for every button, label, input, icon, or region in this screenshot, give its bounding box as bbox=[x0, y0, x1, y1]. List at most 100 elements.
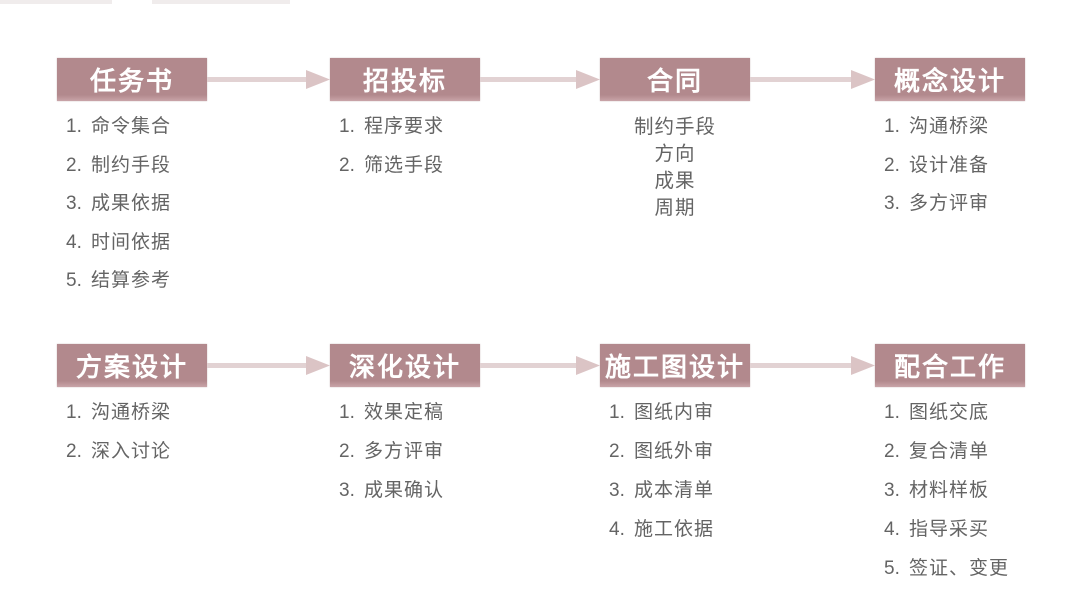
step-title-box: 招投标 bbox=[330, 58, 480, 101]
list-item-number: 3. bbox=[884, 480, 900, 501]
list-item-text: 图纸交底 bbox=[909, 402, 990, 423]
list-item-number: 2. bbox=[884, 154, 900, 176]
flow-arrow-right-icon bbox=[207, 70, 330, 89]
step-title: 合同 bbox=[646, 66, 703, 96]
step-list: 1. 图纸内审 2. 图纸外审 3. 成本清单 4. 施工依据 bbox=[600, 402, 750, 540]
list-item-text: 成果依据 bbox=[91, 193, 172, 214]
flow-arrow-right-icon bbox=[480, 356, 600, 375]
list-item: 1. 效果定稿 bbox=[330, 402, 480, 423]
step-list: 1. 效果定稿 2. 多方评审 3. 成果确认 bbox=[330, 402, 480, 501]
step-task-brief: 任务书 1. 命令集合 2. 制约手段 3. 成果依据 4. 时间依据 5. 结… bbox=[57, 58, 207, 309]
list-item: 5. 结算参考 bbox=[57, 270, 207, 291]
step-title-box: 任务书 bbox=[57, 58, 207, 101]
list-item-number: 5. bbox=[884, 558, 900, 579]
list-item: 5. 签证、变更 bbox=[875, 558, 1025, 579]
step-list: 1. 程序要求 2. 筛选手段 bbox=[330, 116, 480, 176]
list-item: 2. 设计准备 bbox=[875, 155, 1025, 176]
step-title: 招投标 bbox=[362, 66, 447, 96]
list-item-number: 3. bbox=[66, 193, 82, 214]
list-item-number: 1. bbox=[66, 402, 82, 423]
step-concept-design: 概念设计 1. 沟通桥梁 2. 设计准备 3. 多方评审 bbox=[875, 58, 1025, 232]
list-item: 方向 bbox=[654, 143, 696, 165]
list-item-number: 3. bbox=[609, 480, 625, 501]
list-item: 1. 图纸交底 bbox=[875, 402, 1025, 423]
list-item: 3. 材料样板 bbox=[875, 480, 1025, 501]
list-item: 2. 复合清单 bbox=[875, 441, 1025, 462]
list-item-number: 1. bbox=[66, 116, 82, 137]
list-item-text: 深入讨论 bbox=[91, 441, 172, 462]
list-item: 2. 图纸外审 bbox=[600, 441, 750, 462]
list-item-text: 沟通桥梁 bbox=[909, 116, 990, 137]
list-item: 1. 沟通桥梁 bbox=[57, 402, 207, 423]
cropped-content-artifact bbox=[0, 0, 112, 4]
list-item: 1. 图纸内审 bbox=[600, 402, 750, 423]
list-item-text: 签证、变更 bbox=[909, 558, 1010, 579]
step-title: 概念设计 bbox=[893, 66, 1006, 96]
list-item: 1. 沟通桥梁 bbox=[875, 116, 1025, 137]
flow-arrow-right-icon bbox=[750, 356, 875, 375]
list-item-text: 效果定稿 bbox=[364, 402, 445, 423]
list-item-number: 1. bbox=[609, 402, 625, 423]
step-title-box: 合同 bbox=[600, 58, 750, 101]
step-list: 制约手段 方向 成果 周期 bbox=[600, 114, 750, 222]
step-title: 施工图设计 bbox=[604, 352, 745, 382]
list-item-text: 时间依据 bbox=[91, 231, 172, 253]
list-item-number: 1. bbox=[339, 116, 355, 137]
list-item-text: 结算参考 bbox=[91, 270, 172, 291]
step-title-box: 概念设计 bbox=[875, 58, 1025, 101]
list-item-text: 图纸内审 bbox=[634, 402, 715, 423]
step-title: 配合工作 bbox=[893, 352, 1006, 382]
list-item-text: 多方评审 bbox=[909, 193, 990, 214]
step-list: 1. 命令集合 2. 制约手段 3. 成果依据 4. 时间依据 5. 结算参考 bbox=[57, 116, 207, 291]
list-item-text: 材料样板 bbox=[909, 480, 990, 501]
step-title-box: 方案设计 bbox=[57, 344, 207, 387]
list-item-text: 成本清单 bbox=[634, 480, 715, 501]
step-title-box: 配合工作 bbox=[875, 344, 1025, 387]
list-item-number: 1. bbox=[339, 402, 355, 423]
list-item-text: 复合清单 bbox=[909, 441, 990, 462]
list-item: 制约手段 bbox=[633, 116, 716, 138]
list-item-number: 2. bbox=[66, 154, 82, 176]
list-item: 2. 多方评审 bbox=[330, 441, 480, 462]
list-item: 3. 成果确认 bbox=[330, 480, 480, 501]
list-item-text: 图纸外审 bbox=[634, 441, 715, 462]
list-item: 4. 施工依据 bbox=[600, 519, 750, 540]
list-item-text: 程序要求 bbox=[364, 116, 445, 137]
flow-arrow-right-icon bbox=[750, 70, 875, 89]
list-item-text: 施工依据 bbox=[634, 519, 715, 540]
list-item: 2. 筛选手段 bbox=[330, 155, 480, 176]
list-item-text: 制约手段 bbox=[91, 154, 172, 176]
list-item: 1. 命令集合 bbox=[57, 116, 207, 137]
list-item-text: 命令集合 bbox=[91, 116, 172, 137]
list-item-text: 多方评审 bbox=[364, 441, 445, 462]
list-item-number: 1. bbox=[884, 402, 900, 423]
list-item-text: 指导采买 bbox=[909, 519, 990, 540]
step-construction-drawing-design: 施工图设计 1. 图纸内审 2. 图纸外审 3. 成本清单 4. 施工依据 bbox=[600, 344, 750, 558]
step-title: 深化设计 bbox=[348, 352, 461, 382]
list-item-number: 2. bbox=[339, 154, 355, 176]
step-scheme-design: 方案设计 1. 沟通桥梁 2. 深入讨论 bbox=[57, 344, 207, 480]
step-list: 1. 沟通桥梁 2. 设计准备 3. 多方评审 bbox=[875, 116, 1025, 214]
list-item-number: 5. bbox=[66, 270, 82, 291]
list-item: 2. 深入讨论 bbox=[57, 441, 207, 462]
list-item: 1. 程序要求 bbox=[330, 116, 480, 137]
flow-arrow-right-icon bbox=[480, 70, 600, 89]
list-item-number: 3. bbox=[339, 480, 355, 501]
step-title: 方案设计 bbox=[75, 352, 188, 382]
cropped-content-artifact bbox=[152, 0, 290, 4]
list-item-number: 2. bbox=[66, 441, 82, 462]
list-item: 成果 bbox=[654, 170, 696, 192]
list-item: 3. 多方评审 bbox=[875, 193, 1025, 214]
list-item-number: 3. bbox=[884, 193, 900, 214]
step-coordination-work: 配合工作 1. 图纸交底 2. 复合清单 3. 材料样板 4. 指导采买 5. … bbox=[875, 344, 1025, 597]
list-item-text: 设计准备 bbox=[909, 154, 990, 176]
list-item-number: 4. bbox=[609, 519, 625, 540]
list-item: 3. 成果依据 bbox=[57, 193, 207, 214]
list-item: 周期 bbox=[654, 197, 696, 219]
list-item-text: 成果确认 bbox=[364, 480, 445, 501]
step-title-box: 施工图设计 bbox=[600, 344, 750, 387]
list-item-text: 筛选手段 bbox=[364, 154, 445, 176]
list-item-number: 4. bbox=[884, 519, 900, 540]
step-bidding: 招投标 1. 程序要求 2. 筛选手段 bbox=[330, 58, 480, 193]
